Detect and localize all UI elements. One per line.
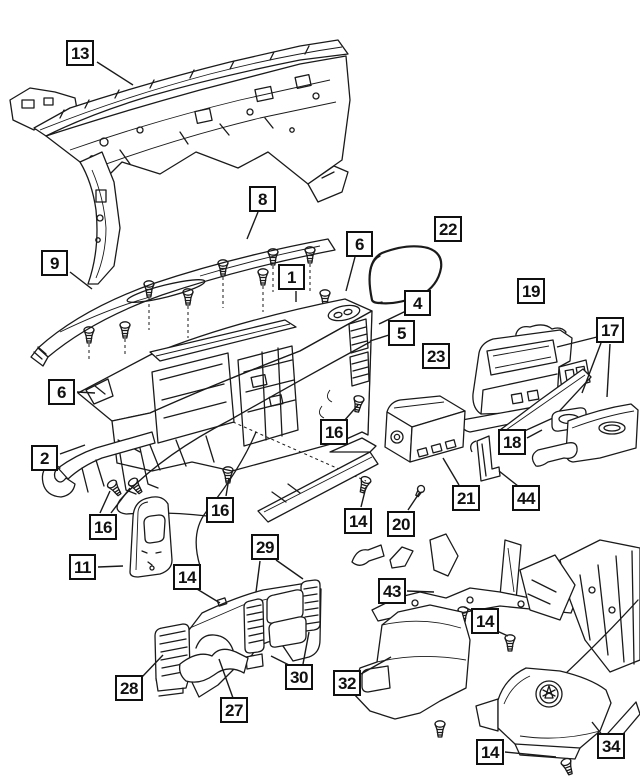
- leader-lines: [60, 62, 610, 757]
- leader-line: [505, 752, 556, 757]
- screw-icon: [119, 321, 131, 339]
- end-cap-art: [130, 497, 172, 577]
- callout-43[interactable]: 43: [378, 578, 406, 604]
- callout-16[interactable]: 16: [320, 419, 348, 445]
- leader-line: [60, 445, 85, 454]
- callout-2[interactable]: 2: [31, 445, 58, 471]
- glovebox-door-art: [500, 369, 638, 466]
- callout-28[interactable]: 28: [115, 675, 143, 701]
- callout-6[interactable]: 6: [48, 379, 75, 405]
- leader-line: [303, 632, 309, 664]
- leader-line: [582, 343, 601, 393]
- callout-30[interactable]: 30: [285, 664, 313, 690]
- leader-line: [70, 272, 92, 289]
- garnish-strip-art: [258, 438, 378, 522]
- leader-line: [276, 560, 303, 579]
- screw-icon: [434, 720, 446, 738]
- screw-icon: [257, 268, 269, 286]
- callout-1[interactable]: 1: [278, 264, 305, 290]
- leader-line: [499, 471, 518, 486]
- screw-icon: [559, 756, 576, 777]
- callout-8[interactable]: 8: [249, 186, 276, 212]
- knee-blocker-art: [352, 605, 470, 738]
- callout-13[interactable]: 13: [66, 40, 94, 66]
- leader-line: [247, 212, 258, 239]
- leader-line: [408, 492, 420, 510]
- fastener-screws-top: [83, 246, 331, 382]
- leader-line: [256, 561, 260, 592]
- leader-line: [219, 659, 233, 698]
- callout-14[interactable]: 14: [471, 608, 499, 634]
- airbag-module-art: [385, 396, 465, 462]
- leader-line: [527, 430, 542, 438]
- leader-line: [97, 62, 133, 85]
- callout-16[interactable]: 16: [89, 514, 117, 540]
- instrument-panel-art: [78, 299, 372, 471]
- callout-32[interactable]: 32: [333, 670, 361, 696]
- leader-line: [370, 335, 389, 341]
- callout-21[interactable]: 21: [452, 485, 480, 511]
- callout-17[interactable]: 17: [596, 317, 624, 343]
- leader-line: [197, 589, 220, 603]
- callout-6[interactable]: 6: [346, 231, 373, 257]
- leader-line: [344, 405, 358, 421]
- leader-line: [111, 488, 130, 513]
- callout-5[interactable]: 5: [388, 320, 415, 346]
- bracket-44-art: [471, 436, 500, 481]
- leader-line: [98, 566, 123, 567]
- leader-line: [226, 478, 229, 496]
- callout-9[interactable]: 9: [41, 250, 68, 276]
- callout-16[interactable]: 16: [206, 497, 234, 523]
- clip-icon: [413, 483, 427, 499]
- callout-22[interactable]: 22: [434, 216, 462, 242]
- leader-line: [100, 491, 110, 513]
- cluster-hood-art: [370, 246, 442, 303]
- leader-line: [607, 344, 610, 397]
- leader-line: [407, 591, 434, 592]
- callout-19[interactable]: 19: [517, 278, 545, 304]
- leader-line: [346, 257, 355, 291]
- callout-14[interactable]: 14: [344, 508, 372, 534]
- callout-44[interactable]: 44: [512, 485, 540, 511]
- callout-4[interactable]: 4: [404, 290, 431, 316]
- callout-14[interactable]: 14: [476, 739, 504, 765]
- bracket-43-art: [352, 534, 576, 652]
- callout-29[interactable]: 29: [251, 534, 279, 560]
- dash-panel-art: [10, 40, 350, 284]
- screw-icon: [126, 475, 146, 497]
- leader-line: [361, 657, 391, 674]
- leader-line: [142, 655, 163, 677]
- callout-11[interactable]: 11: [69, 554, 96, 580]
- leader-line: [379, 311, 406, 324]
- leader-line: [77, 392, 95, 393]
- callout-27[interactable]: 27: [220, 697, 248, 723]
- leader-line: [361, 487, 366, 507]
- leader-line: [557, 337, 597, 347]
- callout-20[interactable]: 20: [387, 511, 415, 537]
- callout-34[interactable]: 34: [597, 733, 625, 759]
- callout-14[interactable]: 14: [173, 564, 201, 590]
- screw-icon: [504, 634, 516, 652]
- leader-line: [443, 458, 459, 485]
- callout-23[interactable]: 23: [422, 343, 450, 369]
- callout-18[interactable]: 18: [498, 429, 526, 455]
